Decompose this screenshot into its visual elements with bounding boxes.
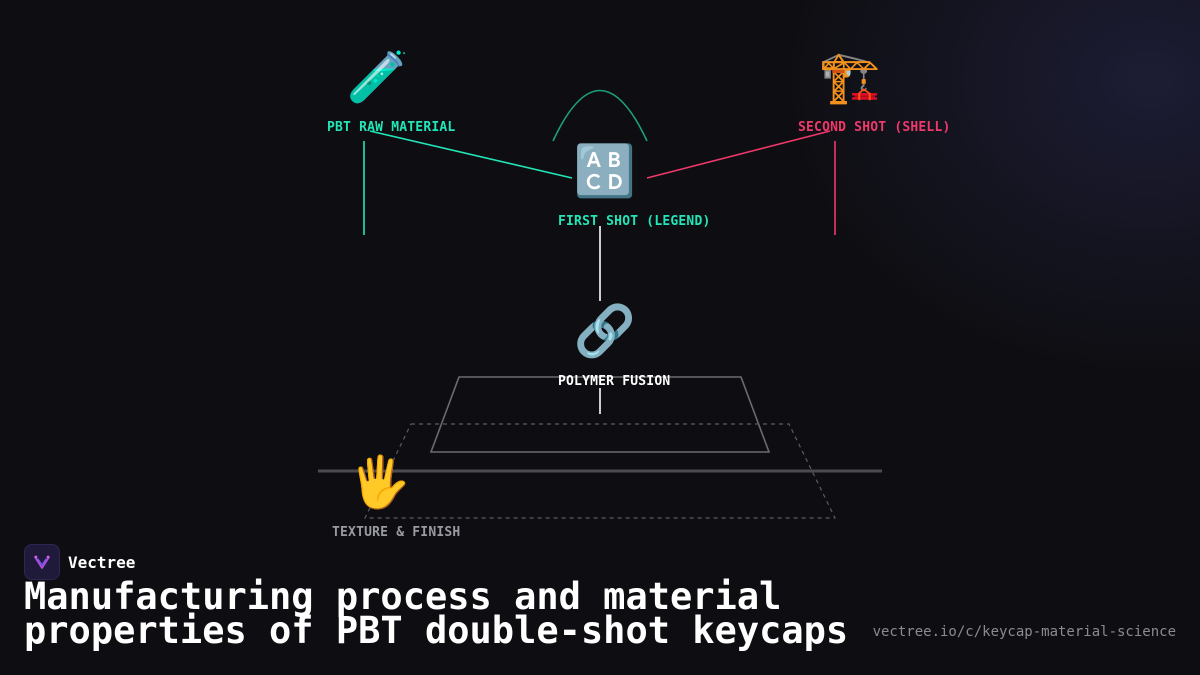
polymer-fusion-label: POLYMER FUSION: [558, 374, 671, 389]
page-title: Manufacturing process and material prope…: [24, 575, 849, 652]
arch-connector: [552, 89, 648, 142]
second-shot-label: SECOND SHOT (SHELL): [798, 120, 951, 135]
source-url[interactable]: vectree.io/c/keycap-material-science: [872, 624, 1176, 640]
test-tube-icon: 🧪: [346, 48, 410, 106]
keycap-outline: [429, 376, 771, 453]
brand: Vectree: [24, 544, 135, 580]
letters-icon: 🔠: [573, 142, 637, 200]
hand-icon: 🖐️: [348, 453, 412, 511]
vectree-logo-icon: [24, 544, 60, 580]
raw-material-label: PBT RAW MATERIAL: [327, 120, 456, 135]
link-icon: 🔗: [573, 302, 637, 360]
brand-name: Vectree: [68, 552, 136, 572]
first-shot-label: FIRST SHOT (LEGEND): [558, 214, 711, 229]
raw-to-first-connector: [369, 130, 573, 179]
texture-finish-label: TEXTURE & FINISH: [332, 525, 461, 540]
second-to-first-connector: [646, 130, 831, 179]
crane-icon: 🏗️: [818, 48, 882, 106]
keycap-base-dashed: [364, 423, 836, 519]
